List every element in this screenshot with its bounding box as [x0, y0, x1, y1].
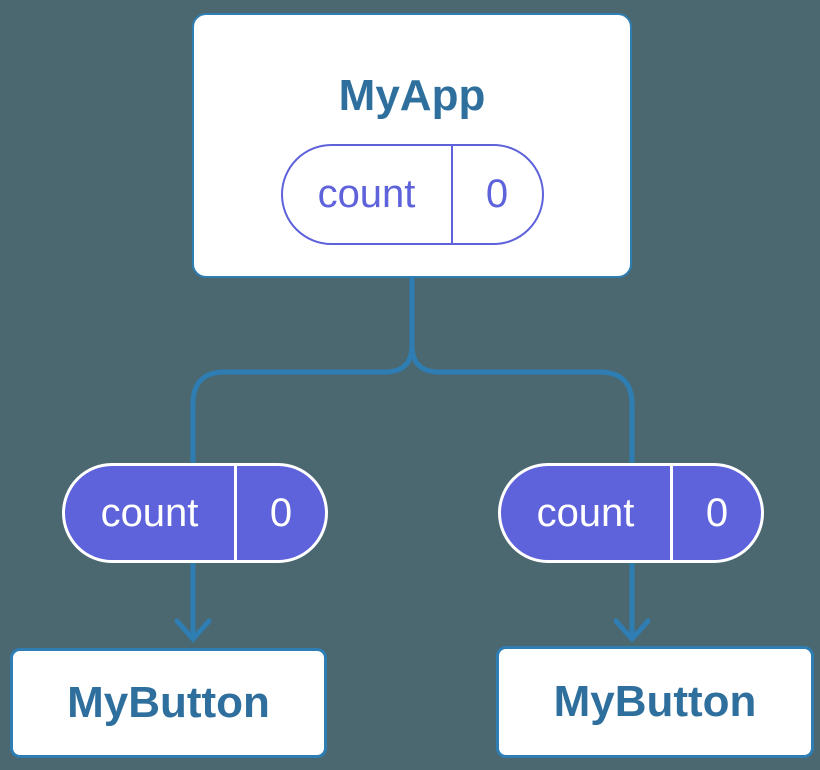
root-state-pill: count 0 — [280, 143, 544, 245]
state-pill-name: count — [317, 171, 416, 216]
child-component-node-left: MyButton — [10, 648, 327, 758]
prop-pill-name: count — [536, 490, 635, 535]
prop-pill-right: count 0 — [498, 463, 764, 563]
arrowhead-right-icon — [613, 618, 651, 643]
prop-pill-value: 0 — [670, 466, 761, 560]
tree-connector-path — [190, 276, 635, 637]
child-node-title: MyButton — [67, 677, 270, 727]
root-component-node: MyApp count 0 — [192, 13, 632, 278]
child-component-node-right: MyButton — [496, 646, 814, 758]
state-pill-value: 0 — [450, 145, 542, 243]
prop-pill-value: 0 — [234, 466, 325, 560]
root-node-title: MyApp — [338, 71, 486, 120]
arrowhead-left-icon — [174, 618, 212, 643]
prop-pill-left: count 0 — [62, 463, 328, 563]
child-node-title: MyButton — [553, 676, 757, 726]
prop-pill-name: count — [100, 490, 199, 535]
